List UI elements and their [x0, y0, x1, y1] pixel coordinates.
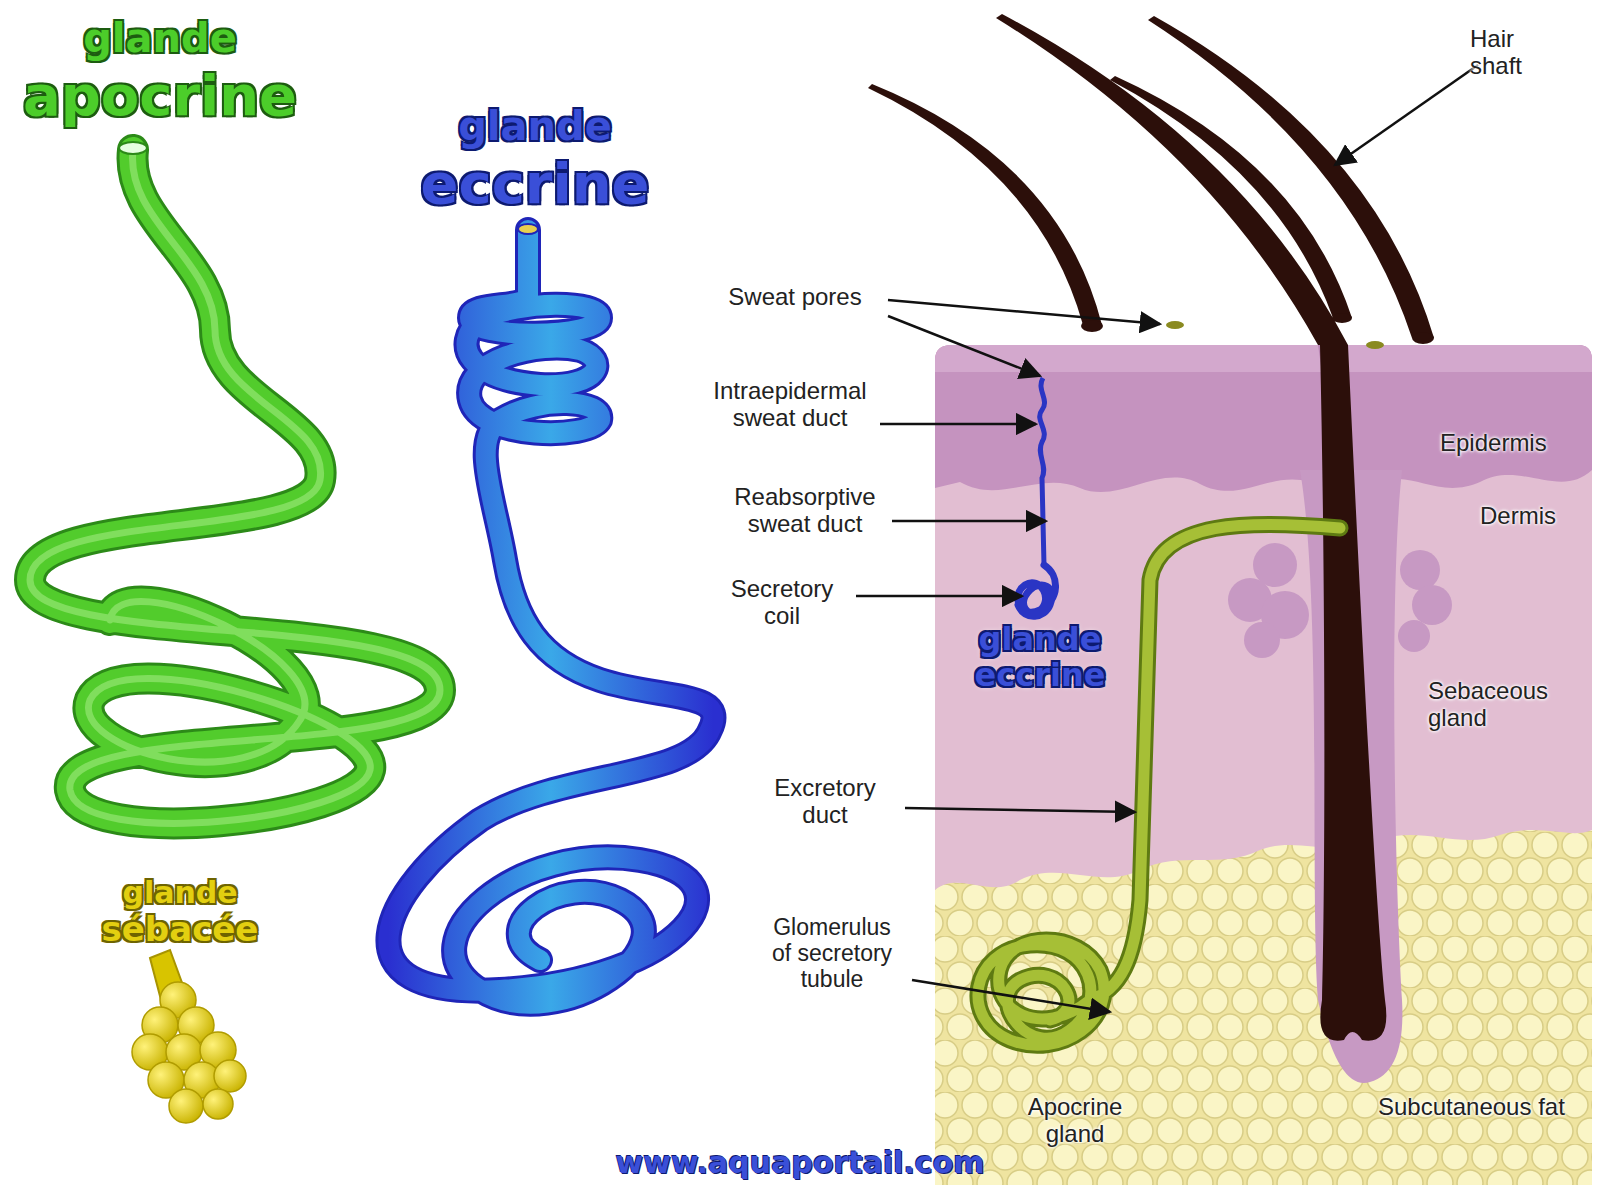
leader-arrows [856, 65, 1478, 1012]
layer-label: Epidermis [1440, 430, 1595, 457]
gland-title: glande eccrine [945, 622, 1135, 694]
gland-title: glande sébacée [55, 872, 305, 948]
layer-label: Subcutaneous fat [1378, 1094, 1578, 1121]
part-label: Hair shaft [1470, 26, 1560, 80]
apocrine-gland-drawing [30, 142, 440, 823]
eccrine-gland-drawing [388, 224, 713, 1004]
part-label: Sweat pores [700, 284, 890, 311]
part-label: Glomerulus of secretory tubule [768, 915, 896, 992]
part-label: Excretory duct [755, 775, 895, 829]
part-label: Reabsorptive sweat duct [705, 484, 905, 538]
part-label: Intraepidermal sweat duct [690, 378, 890, 432]
layer-label: Dermis [1480, 503, 1590, 530]
part-label: Apocrine gland [1000, 1094, 1150, 1148]
hair-drawing [868, 14, 1434, 345]
part-label: Sebaceous gland [1428, 678, 1578, 732]
watermark: www.aquaportail.com [540, 1146, 1060, 1180]
part-label: Secretory coil [712, 576, 852, 630]
gland-title: glande apocrine [0, 2, 320, 127]
gland-title: glande eccrine [390, 90, 680, 215]
sebaceous-gland-drawing [132, 950, 246, 1123]
